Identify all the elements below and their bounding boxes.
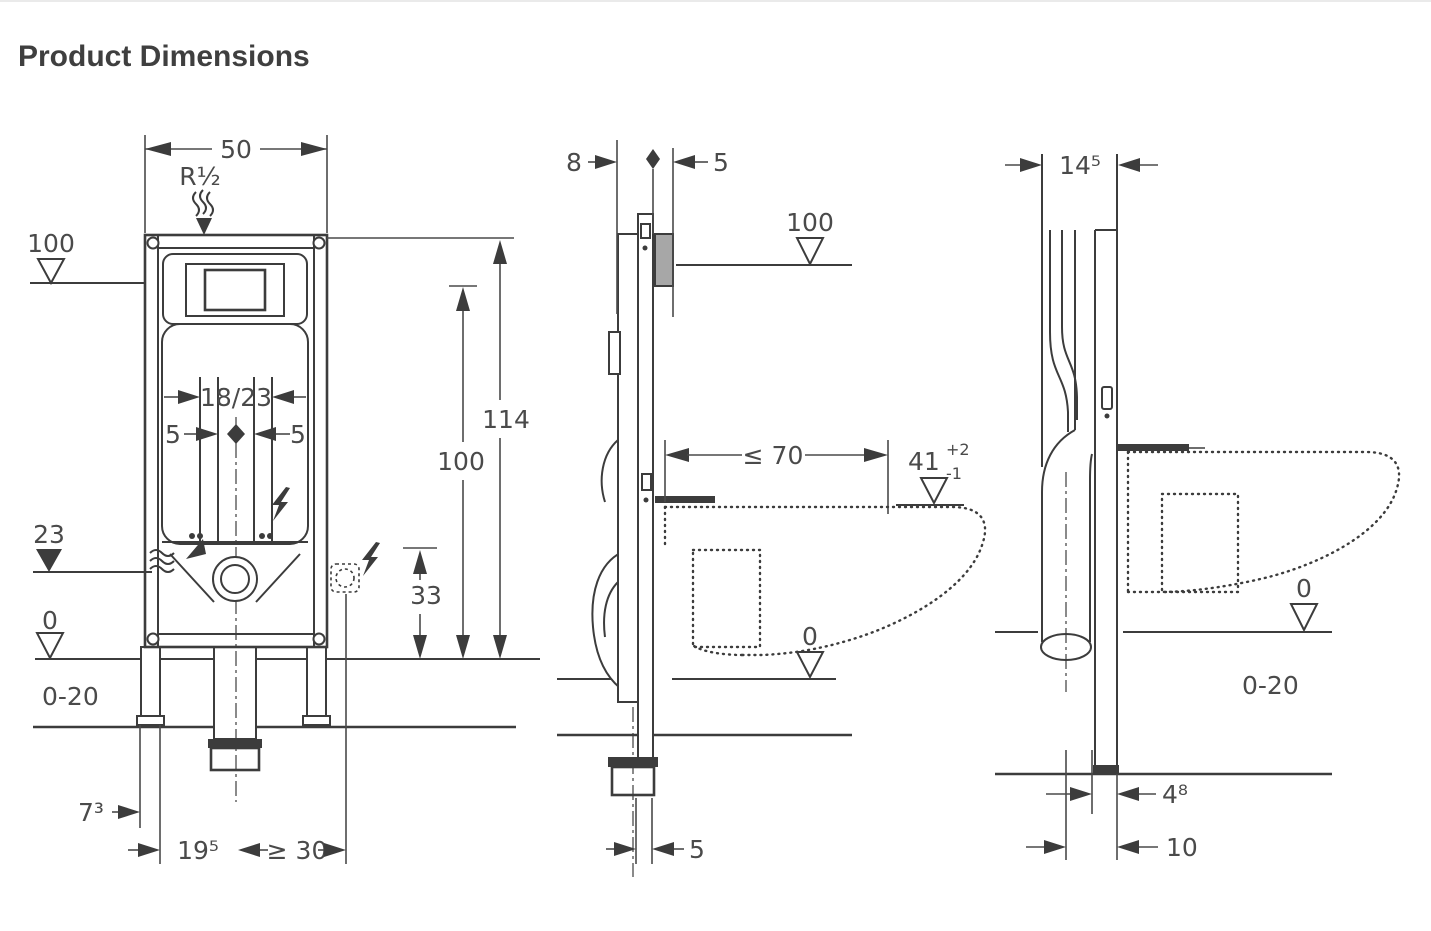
svg-text:0: 0 (42, 606, 58, 635)
foot-pad (1093, 765, 1119, 774)
svg-text:33: 33 (410, 581, 442, 610)
floor-range-drain: 0-20 (1242, 671, 1299, 700)
lightning-bolt-icon (272, 487, 380, 576)
dim-drain-offset: 19⁵ (128, 836, 219, 865)
svg-text:-1: -1 (946, 464, 962, 483)
mounting-bracket (655, 496, 715, 503)
svg-text:5: 5 (165, 420, 181, 449)
dim-height-100: 100 (437, 285, 485, 659)
flush-pipe-bend (1049, 230, 1078, 432)
svg-text:8: 8 (566, 148, 582, 177)
level-23: 23 (33, 520, 152, 573)
svg-text:5: 5 (290, 420, 306, 449)
svg-text:100: 100 (786, 208, 834, 237)
actuator-opening (162, 253, 308, 325)
svg-text:100: 100 (437, 447, 485, 476)
dim-pipe-axis: 10 (1026, 833, 1198, 862)
svg-text:0: 0 (1296, 574, 1312, 603)
axis-diamond-icon (646, 149, 660, 169)
svg-text:41: 41 (908, 447, 940, 476)
protection-box (654, 233, 674, 287)
level-0-front: 0 (35, 606, 65, 661)
water-connection-label: R½ (179, 162, 221, 191)
dim-frame-depth: 14⁵ (1005, 151, 1158, 180)
water-flow-icon (149, 539, 206, 573)
svg-text:10: 10 (1166, 833, 1198, 862)
svg-text:≥ 30: ≥ 30 (267, 836, 328, 865)
level-bowl-height: 41 +2 -1 (896, 440, 970, 506)
dim-height-33: 33 (403, 547, 442, 659)
dim-height-114: 114 (327, 237, 530, 659)
dim-foot-offset: 7³ (78, 725, 161, 864)
svg-text:5: 5 (689, 835, 705, 864)
dim-rail-width: 5 (606, 798, 705, 864)
svg-text:0: 0 (802, 622, 818, 651)
toilet-bowl-outline (1126, 450, 1401, 594)
water-supply-icon (192, 189, 214, 235)
dim-pipe-offset: 18/23 (164, 383, 306, 412)
dim-bowl-depth: ≤ 70 (664, 440, 889, 514)
floor-range-front: 0-20 (42, 682, 99, 711)
dim-width-50: 50 (144, 135, 328, 233)
dim-pipe-front: 4⁸ (1046, 750, 1188, 860)
outlet-bend (212, 556, 258, 602)
frame-profile (591, 213, 715, 877)
svg-text:23: 23 (33, 520, 65, 549)
mounting-bracket (1117, 444, 1189, 451)
dim-side-clearance: ≥ 30 (238, 594, 347, 865)
dim-width-label: 50 (220, 135, 252, 164)
svg-text:5: 5 (713, 148, 729, 177)
dim-depth-8: 8 (566, 140, 618, 314)
dim-offset-5: 5 5 (165, 420, 306, 449)
toilet-bowl-outline (663, 505, 987, 657)
svg-text:18/23: 18/23 (200, 383, 272, 412)
svg-text:114: 114 (482, 405, 530, 434)
power-socket-icon (330, 563, 360, 593)
dim-cover-5: 5 (646, 148, 729, 317)
front-view: 50 R½ 100 18/23 5 (27, 135, 540, 865)
side-view: 8 5 100 (557, 140, 987, 877)
axis-diamond-icon (227, 424, 245, 444)
svg-text:≤ 70: ≤ 70 (743, 441, 804, 470)
svg-text:4⁸: 4⁸ (1162, 780, 1188, 809)
svg-text:7³: 7³ (78, 798, 104, 827)
frame-legs (136, 646, 331, 726)
level-100-side: 100 (676, 208, 852, 267)
flush-pipes (199, 377, 273, 542)
svg-text:100: 100 (27, 229, 75, 258)
drain-pipe-bend (1040, 429, 1093, 692)
svg-text:19⁵: 19⁵ (177, 836, 219, 865)
side-drain-view: 14⁵ 0 0-20 (995, 151, 1401, 862)
svg-text:14⁵: 14⁵ (1059, 151, 1101, 180)
frame-rails (1041, 154, 1205, 774)
level-0-drain: 0 (1289, 574, 1319, 633)
level-100-front: 100 (27, 229, 145, 286)
svg-text:+2: +2 (946, 440, 970, 459)
page-title: Product Dimensions (18, 40, 310, 73)
level-0-side: 0 (795, 622, 825, 680)
